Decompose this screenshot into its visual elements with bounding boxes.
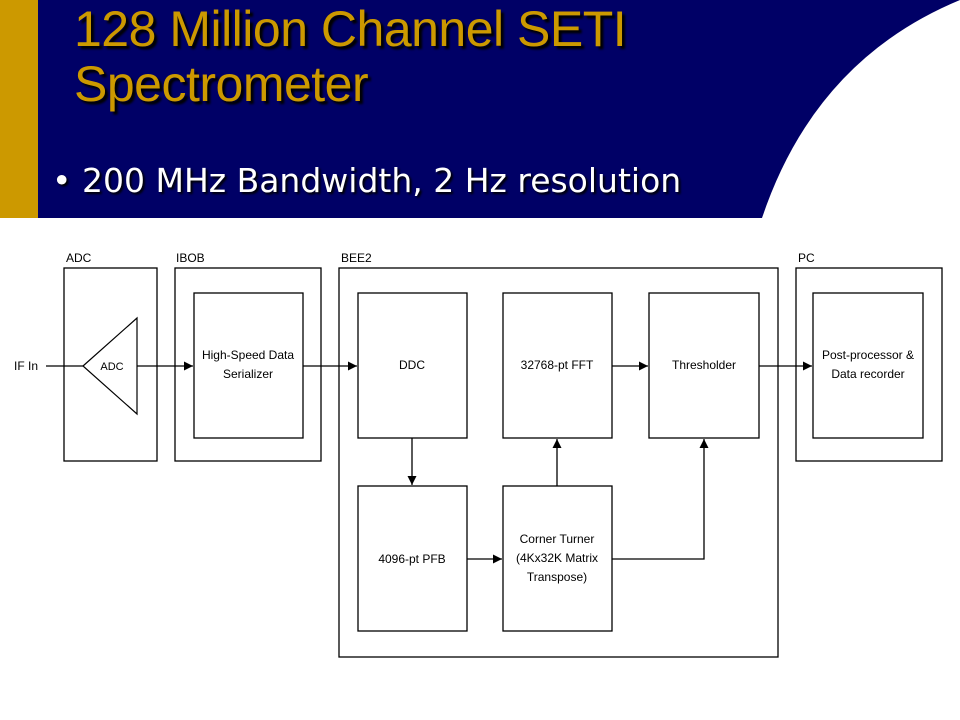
block-diagram: ADC IBOB BEE2 PC IF In ADC High-Speed Da… (14, 251, 943, 658)
arrow-corner-turner-to-thresholder (612, 439, 709, 560)
serializer-label-line2: Serializer (223, 367, 273, 381)
thresholder-label: Thresholder (672, 358, 736, 372)
pc-container-label: PC (798, 251, 815, 265)
fft-label: 32768-pt FFT (521, 358, 594, 372)
pfb-label: 4096-pt PFB (378, 552, 445, 566)
thresholder-block (648, 292, 760, 439)
bullet-dot-icon: • (52, 161, 72, 200)
ddc-block (357, 292, 468, 439)
white-arc-decoration (762, 0, 960, 218)
adc-container-label: ADC (66, 251, 92, 265)
bullet-text: 200 MHz Bandwidth, 2 Hz resolution (82, 161, 682, 200)
serializer-block (193, 292, 304, 439)
adc-container (63, 267, 158, 462)
ddc-label: DDC (399, 358, 425, 372)
pfb-block (357, 485, 468, 632)
postprocessor-block (812, 292, 924, 439)
adc-amplifier-label: ADC (100, 361, 123, 373)
corner-turner-label-line2: (4Kx32K Matrix (516, 551, 598, 565)
slide-title: 128 Million Channel SETI Spectrometer (74, 1, 627, 112)
corner-turner-label-line3: Transpose) (527, 570, 587, 584)
title-line-2: Spectrometer (74, 56, 369, 112)
ibob-container (174, 267, 322, 462)
slide-header: 128 Million Channel SETI Spectrometer • 2… (0, 0, 960, 218)
ibob-container-label: IBOB (176, 251, 205, 265)
gold-accent-bar (0, 0, 38, 218)
corner-turner-label-line1: Corner Turner (520, 532, 595, 546)
fft-block (502, 292, 613, 439)
postprocessor-label-line2: Data recorder (831, 367, 904, 381)
bullet-item: • 200 MHz Bandwidth, 2 Hz resolution (52, 158, 681, 204)
postprocessor-label-line1: Post-processor & (822, 348, 914, 362)
if-in-label: IF In (14, 359, 38, 373)
title-line-1: 128 Million Channel SETI (74, 1, 627, 57)
pc-container (795, 267, 943, 462)
serializer-label-line1: High-Speed Data (202, 348, 294, 362)
bee2-container (338, 267, 779, 658)
bee2-container-label: BEE2 (341, 251, 372, 265)
